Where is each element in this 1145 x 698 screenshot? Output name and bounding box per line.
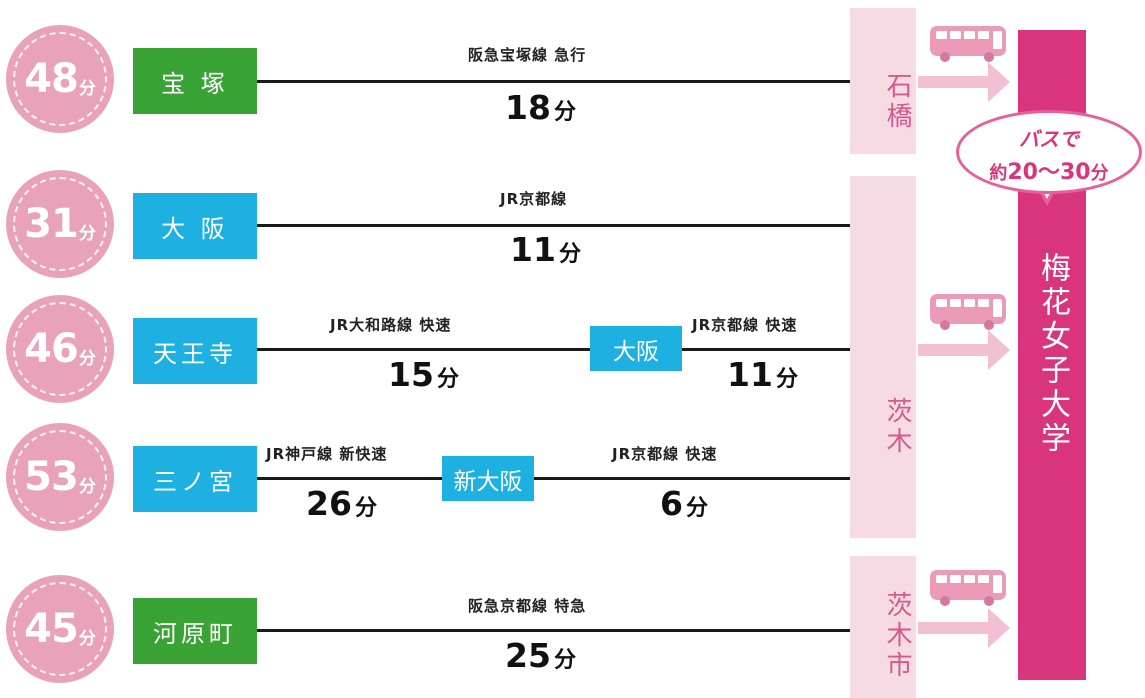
travel-time-value: 18 (505, 88, 551, 127)
origin-station-sannomiya: 三ノ宮 (133, 446, 257, 512)
station-ishibashi: 石橋 (850, 8, 916, 154)
total-time-unit: 分 (78, 348, 96, 369)
travel-time-unit: 分 (553, 100, 576, 125)
total-time-badge: 48 分 (6, 25, 114, 133)
origin-station-kawaramachi: 河原町 (133, 598, 257, 664)
total-time-badge: 53 分 (6, 423, 114, 531)
origin-station-takarazuka: 宝 塚 (133, 48, 257, 114)
arrow-right-icon (918, 62, 1010, 102)
travel-time-value: 25 (505, 636, 551, 675)
total-time-unit: 分 (78, 476, 96, 497)
bus-icon (930, 294, 1006, 330)
transfer-station-osaka: 大阪 (590, 326, 682, 371)
travel-time-value: 15 (388, 355, 434, 394)
line-name: JR京都線 (500, 190, 568, 208)
total-time-value: 45 (24, 606, 79, 652)
station-ibaraki-shi: 茨木市 (850, 556, 916, 698)
arrow-right-icon (918, 608, 1010, 648)
line-name: 阪急宝塚線 急行 (468, 46, 587, 64)
total-time-badge: 31 分 (6, 170, 114, 278)
total-time-value: 48 (24, 56, 79, 102)
route-line (257, 348, 850, 351)
line-name: 阪急京都線 特急 (468, 597, 587, 615)
bus-icon (930, 570, 1006, 606)
origin-station-tennoji: 天王寺 (133, 318, 257, 384)
line-name: JR大和路線 快速 (330, 316, 452, 334)
route-line (257, 477, 850, 480)
total-time-value: 31 (24, 201, 79, 247)
arrow-right-icon (918, 330, 1010, 370)
bus-icon (930, 26, 1006, 62)
transfer-station-shin-osaka: 新大阪 (442, 456, 534, 501)
route-line (257, 80, 850, 83)
bubble-time: 約20～30分 (989, 160, 1109, 185)
travel-time-unit: 分 (558, 242, 581, 267)
bus-time-bubble: バスで 約20～30分 (956, 110, 1142, 194)
line-name: JR神戸線 新快速 (266, 445, 388, 463)
travel-time-value: 26 (306, 484, 352, 523)
total-time-value: 46 (24, 326, 79, 372)
total-time-value: 53 (24, 454, 79, 500)
total-time-badge: 46 分 (6, 295, 114, 403)
travel-time-value: 6 (660, 484, 683, 523)
travel-time-unit: 分 (553, 648, 576, 673)
bubble-heading: バスで (1019, 127, 1079, 151)
travel-time-unit: 分 (436, 367, 459, 392)
travel-time-unit: 分 (775, 367, 798, 392)
origin-station-osaka: 大 阪 (133, 193, 257, 259)
travel-time-unit: 分 (685, 496, 708, 521)
total-time-unit: 分 (78, 223, 96, 244)
travel-time-value: 11 (727, 355, 773, 394)
total-time-badge: 45 分 (6, 575, 114, 683)
line-name: JR京都線 快速 (612, 445, 718, 463)
travel-time-value: 11 (510, 230, 556, 269)
line-name: JR京都線 快速 (692, 316, 798, 334)
travel-time-unit: 分 (354, 496, 377, 521)
station-ibaraki: 茨木 (850, 176, 916, 538)
total-time-unit: 分 (78, 628, 96, 649)
route-line (257, 629, 850, 632)
route-line (257, 224, 850, 227)
total-time-unit: 分 (78, 78, 96, 99)
